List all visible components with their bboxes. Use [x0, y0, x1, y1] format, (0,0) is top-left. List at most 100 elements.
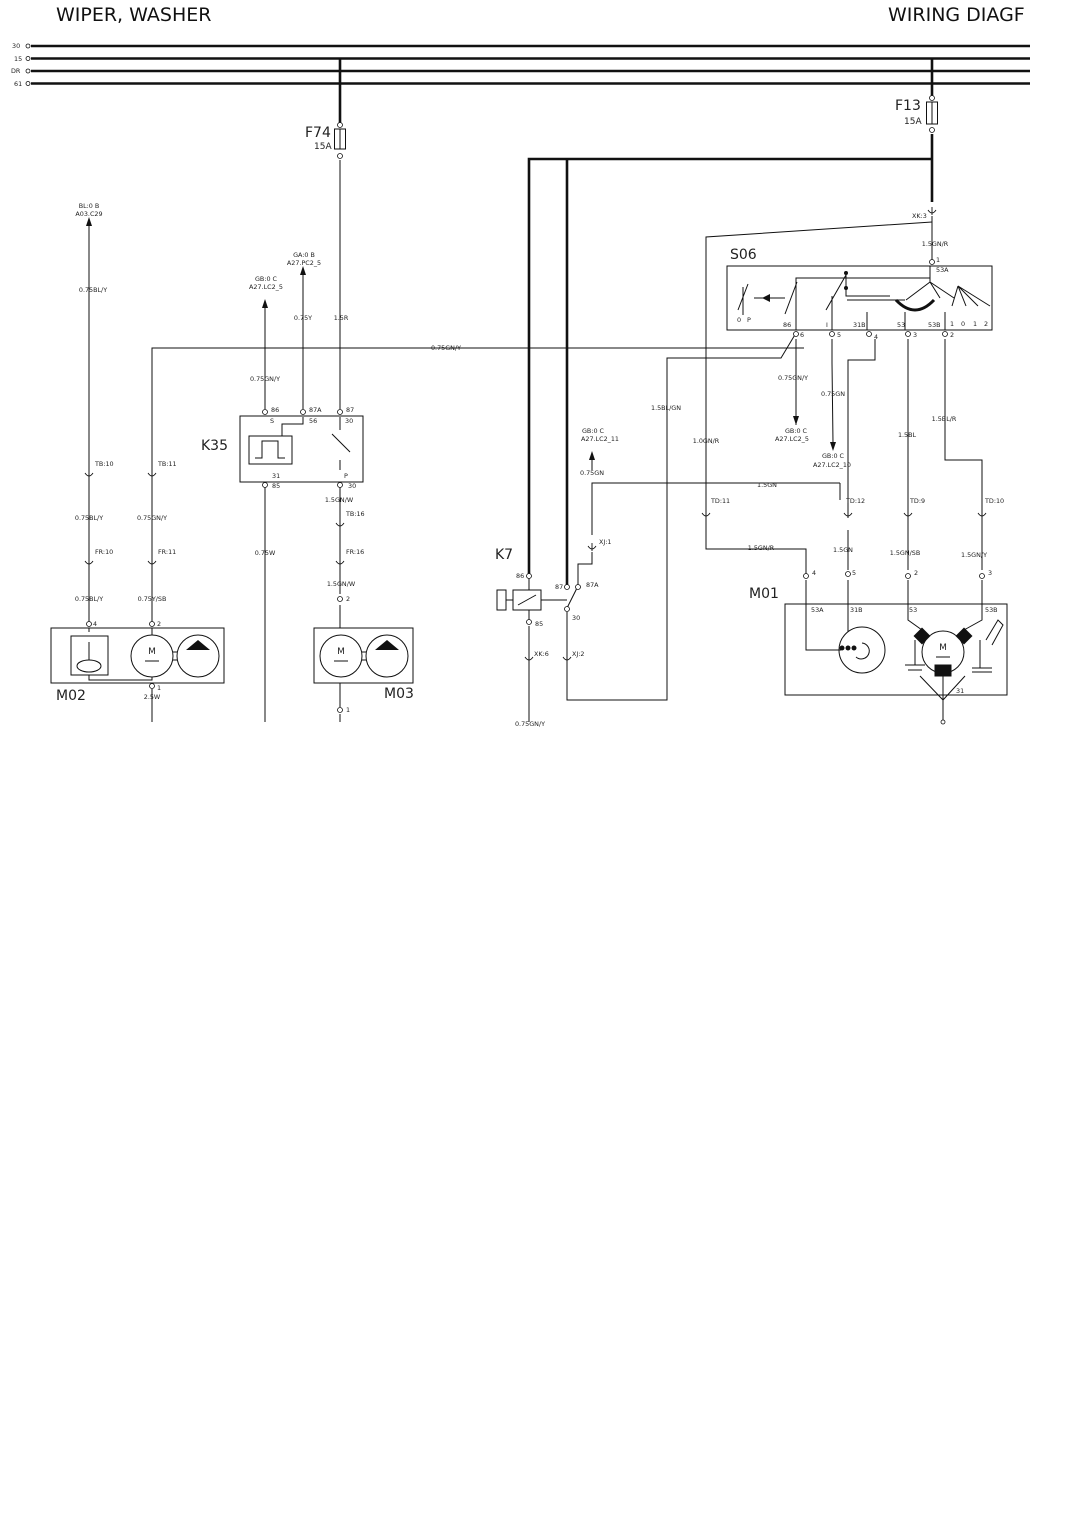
- ref-s06a-1: GB:0 C: [785, 427, 808, 435]
- motor-symbol-bars: [145, 656, 950, 662]
- motor-symbols: M M M: [148, 643, 947, 657]
- term-k35-s: S: [270, 417, 274, 425]
- term-m03-1: 1: [346, 706, 350, 714]
- m03-motor-symbol: M: [337, 647, 345, 657]
- wire-label-8: 0.75W: [255, 549, 276, 557]
- wire-label-16: 1.0GN/R: [693, 437, 720, 445]
- label-m02: M02: [56, 688, 86, 704]
- term-s06-5: 5: [837, 331, 841, 339]
- diagram-title: WIPER, WASHER: [56, 4, 212, 26]
- wire-labels: 0.75BL/Y 0.75GN/Y 0.75GN/Y 0.75Y 1.5R 1.…: [75, 240, 987, 728]
- bus-label-15: 15: [14, 55, 22, 63]
- term-k7-86: 86: [516, 572, 524, 580]
- terminal-labels: 86 87A 87 S 56 30 31 P 85 30 86 87 87A 8…: [93, 256, 998, 714]
- ref-k35-2: A27.LC2_5: [249, 283, 283, 291]
- term-m01-3: 3: [988, 569, 992, 577]
- label-s06: S06: [730, 247, 757, 263]
- term-s06-r1: 1: [950, 320, 954, 328]
- wire-label-6: 1.5GN/W: [325, 496, 354, 504]
- ref-s06b-1: GB:0 C: [822, 452, 845, 460]
- fuse-ratings: 15A 15A: [314, 117, 922, 152]
- relay-k35: [239, 415, 364, 483]
- wire-label-7: 1.5GN/W: [327, 580, 356, 588]
- reference-labels: BL:0 B A03.C29 GB:0 C A27.LC2_5 GA:0 B A…: [75, 202, 851, 469]
- term-m02-1: 1: [157, 684, 161, 692]
- term-m01-4: 4: [812, 569, 816, 577]
- term-k35-31i: 31: [272, 472, 280, 480]
- term-k35-56: 56: [309, 417, 317, 425]
- wire-label-19: 0.75GN: [821, 390, 845, 398]
- wire-label-25: 1.5GN/SB: [890, 549, 921, 557]
- conn-tb10: TB:10: [94, 460, 114, 468]
- term-s06-2: 2: [950, 331, 954, 339]
- ref-k35-1: GB:0 C: [255, 275, 278, 283]
- wire-label-15: 1.5BL/GN: [651, 404, 681, 412]
- term-k7-87a: 87A: [586, 581, 599, 589]
- term-s06-53b: 53B: [928, 321, 941, 329]
- connector-labels: TB:10 TB:11 FR:10 FR:11 TB:16 FR:16 XK:3…: [94, 212, 1004, 658]
- conn-xj1: XJ:1: [599, 538, 611, 546]
- ref-s06b-2: A27.LC2_10: [813, 461, 851, 469]
- wire-label-17: 1.5GN/R: [922, 240, 949, 248]
- label-k7: K7: [495, 547, 513, 563]
- switch-s06: [726, 265, 993, 331]
- term-s06-p: P: [747, 316, 751, 324]
- conn-td10: TD:10: [984, 497, 1004, 505]
- ref-ga0b-2: A27.PC2_5: [287, 259, 321, 267]
- term-m01-31: 31: [956, 687, 964, 695]
- conn-tb16: TB:16: [345, 510, 365, 518]
- component-labels: F74 F13 S06 K35 K7 M01 M02 M03: [56, 98, 921, 704]
- wire-label-9: 0.75BL/Y: [75, 514, 103, 522]
- term-m02-2: 2: [157, 620, 161, 628]
- conn-td11: TD:11: [710, 497, 730, 505]
- term-k35-30: 30: [348, 482, 356, 490]
- term-m01-53b: 53B: [985, 606, 998, 614]
- conn-xk3: XK:3: [912, 212, 927, 220]
- wire-label-23: 1.5GN/R: [748, 544, 775, 552]
- term-m01-31b: 31B: [850, 606, 863, 614]
- term-k35-30i: 30: [345, 417, 353, 425]
- term-s06-0: 0: [737, 316, 741, 324]
- term-m03-2: 2: [346, 595, 350, 603]
- term-s06-r1b: 1: [973, 320, 977, 328]
- term-m02-4: 4: [93, 620, 97, 628]
- wire-label-4: 0.75Y: [294, 314, 312, 322]
- term-k35-86: 86: [271, 406, 279, 414]
- ref-k7-2: A27.LC2_11: [581, 435, 619, 443]
- wire-label-21: 1.5BL/R: [932, 415, 957, 423]
- m01-motor-symbol: M: [939, 643, 947, 653]
- term-k35-p: P: [344, 472, 348, 480]
- term-s06-1: 1: [936, 256, 940, 264]
- motor-m03: [313, 627, 414, 684]
- label-m03: M03: [384, 686, 414, 702]
- term-m01-53: 53: [909, 606, 917, 614]
- wire-10gnr: [705, 221, 933, 574]
- rating-f74: 15A: [314, 142, 332, 152]
- conn-fr11: FR:11: [158, 548, 176, 556]
- bus-label-dr: DR: [11, 67, 21, 75]
- conn-fr16: FR:16: [346, 548, 364, 556]
- term-s06-3: 3: [913, 331, 917, 339]
- wire-label-22: 1.5GN: [757, 481, 777, 489]
- conn-td9: TD:9: [909, 497, 925, 505]
- label-f13: F13: [895, 98, 921, 114]
- term-s06-31b: 31B: [853, 321, 866, 329]
- label-f74: F74: [305, 125, 331, 141]
- motor-m02: [50, 627, 225, 684]
- wire-label-24: 1.5GN: [833, 546, 853, 554]
- term-m01-53a: 53A: [811, 606, 824, 614]
- term-m01-5: 5: [852, 569, 856, 577]
- bus-terminals: [25, 43, 31, 86]
- bus-label-61: 61: [14, 80, 22, 88]
- term-k35-85: 85: [272, 482, 280, 490]
- term-s06-53a: 53A: [936, 266, 949, 274]
- ref-s06a-2: A27.LC2_5: [775, 435, 809, 443]
- ref-bl08-2: A03.C29: [75, 210, 102, 218]
- term-k35-87a: 87A: [309, 406, 322, 414]
- conn-tb11: TB:11: [157, 460, 177, 468]
- wire-label-2: 0.75GN/Y: [431, 344, 461, 352]
- k7-feed: [527, 157, 932, 578]
- wire-label-10: 0.75BL/Y: [75, 595, 103, 603]
- ref-k7-1: GB:0 C: [582, 427, 605, 435]
